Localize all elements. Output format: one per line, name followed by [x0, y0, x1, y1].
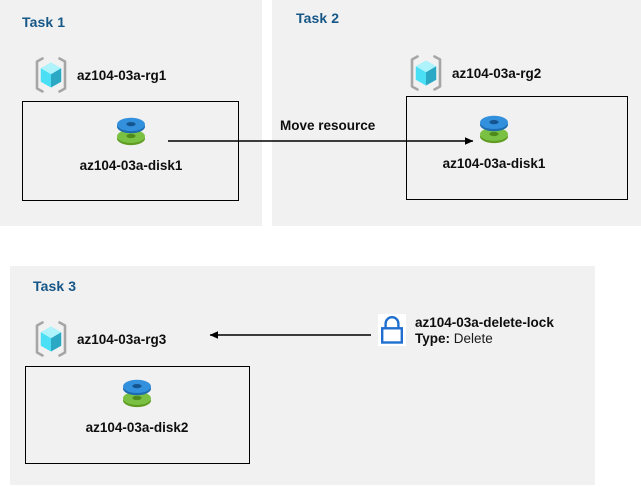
lock-name: az104-03a-delete-lock	[415, 315, 554, 330]
resource-group-label-rg2: az104-03a-rg2	[452, 65, 542, 81]
disk-label-task1: az104-03a-disk1	[79, 158, 183, 173]
task-title-task3: Task 3	[33, 278, 77, 294]
resource-box-task3	[25, 366, 250, 464]
managed-disk-icon	[112, 117, 150, 156]
resource-group-cube-icon	[408, 54, 444, 92]
task-title-task2: Task 2	[296, 10, 340, 26]
managed-disk-icon	[475, 115, 513, 154]
resource-group-label-rg3: az104-03a-rg3	[77, 331, 167, 347]
disk-item-task1: az104-03a-disk1	[66, 112, 196, 173]
task-panel-task3	[10, 266, 595, 485]
move-resource-arrow	[168, 137, 474, 145]
disk-label-task2: az104-03a-disk1	[442, 156, 546, 171]
disk-item-task3: az104-03a-disk2	[72, 374, 202, 435]
resource-group-item-rg3: az104-03a-rg3	[33, 320, 166, 358]
lock-text-block: az104-03a-delete-lock Type: Delete	[415, 314, 554, 347]
lock-type-row: Type: Delete	[415, 331, 554, 347]
resource-group-cube-icon	[33, 320, 69, 358]
lock-arrow	[209, 331, 371, 339]
resource-group-cube-icon	[33, 56, 69, 94]
resource-group-item-rg1: az104-03a-rg1	[33, 56, 166, 94]
managed-disk-icon	[118, 379, 156, 418]
task-panel-task2	[272, 0, 641, 226]
disk-item-task2: az104-03a-disk1	[429, 110, 559, 171]
connector-label-move-resource: Move resource	[280, 118, 376, 133]
resource-box-task1	[22, 101, 239, 201]
resource-box-task2	[406, 96, 628, 200]
task-title-task1: Task 1	[22, 14, 66, 30]
resource-group-item-rg2: az104-03a-rg2	[408, 54, 541, 92]
padlock-icon	[378, 314, 406, 346]
disk-label-task3: az104-03a-disk2	[85, 420, 189, 435]
lock-type-value: Delete	[453, 330, 493, 346]
resource-group-label-rg1: az104-03a-rg1	[77, 67, 167, 83]
resource-lock-item: az104-03a-delete-lock Type: Delete	[378, 314, 554, 347]
lock-type-key: Type:	[415, 330, 451, 346]
task-panel-task1	[0, 0, 262, 226]
